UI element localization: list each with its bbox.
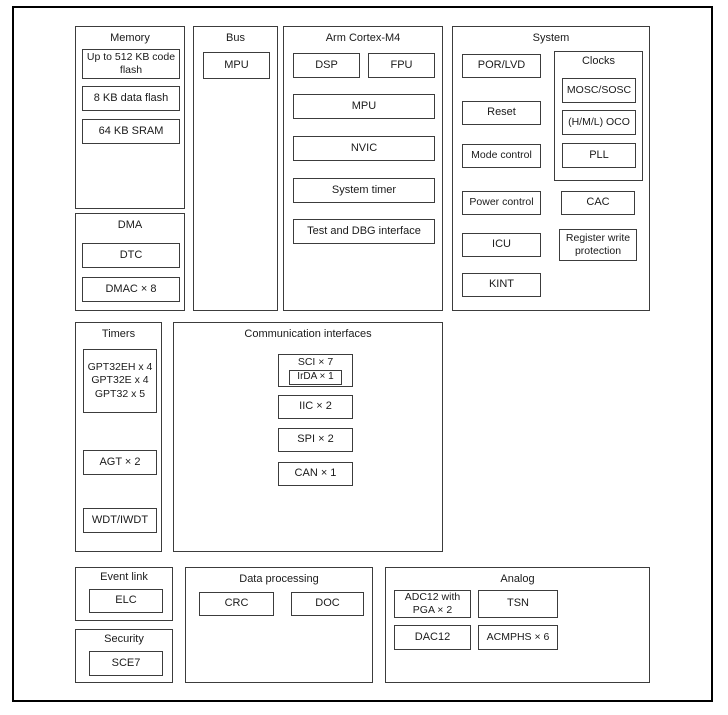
- block-dtc: DTC: [82, 243, 180, 268]
- block-por-lvd: POR/LVD: [462, 54, 541, 78]
- block-doc: DOC: [291, 592, 364, 616]
- gpt-line-2: GPT32E x 4: [91, 374, 149, 387]
- block-power-control: Power control: [462, 191, 541, 215]
- block-crc: CRC: [199, 592, 274, 616]
- security-title: Security: [104, 633, 144, 645]
- block-code-flash: Up to 512 KB code flash: [82, 49, 180, 79]
- block-oco: (H/M/L) OCO: [562, 110, 636, 135]
- block-register-write-protection: Register write protection: [559, 229, 637, 261]
- block-dac12: DAC12: [394, 625, 471, 650]
- dma-title: DMA: [117, 219, 143, 231]
- block-dmac: DMAC × 8: [82, 277, 180, 302]
- clocks-title: Clocks: [581, 55, 615, 67]
- block-bus-mpu: MPU: [203, 52, 270, 79]
- security-section: Security SCE7: [75, 629, 173, 683]
- block-tsn: TSN: [478, 590, 558, 618]
- block-fpu: FPU: [368, 53, 435, 78]
- system-section: System POR/LVD Reset Mode control Power …: [452, 26, 650, 311]
- block-dsp: DSP: [293, 53, 360, 78]
- gpt-line-3: GPT32 x 5: [94, 387, 146, 400]
- block-spi: SPI × 2: [278, 428, 353, 452]
- block-gpt: GPT32EH x 4 GPT32E x 4 GPT32 x 5: [83, 349, 157, 413]
- timers-section: Timers GPT32EH x 4 GPT32E x 4 GPT32 x 5 …: [75, 322, 162, 552]
- block-can: CAN × 1: [278, 462, 353, 486]
- block-kint: KINT: [462, 273, 541, 297]
- block-mosc-sosc: MOSC/SOSC: [562, 78, 636, 103]
- comm-section: Communication interfaces SCI × 7 IrDA × …: [173, 322, 443, 552]
- event-link-title: Event link: [100, 571, 148, 583]
- event-link-section: Event link ELC: [75, 567, 173, 621]
- block-icu: ICU: [462, 233, 541, 257]
- block-elc: ELC: [89, 589, 163, 613]
- memory-title: Memory: [110, 32, 150, 44]
- system-title: System: [532, 32, 570, 44]
- timers-title: Timers: [101, 328, 136, 340]
- bus-title: Bus: [226, 32, 245, 44]
- dma-section: DMA DTC DMAC × 8: [75, 213, 185, 311]
- block-system-timer: System timer: [293, 178, 435, 203]
- block-wdt-iwdt: WDT/IWDT: [83, 508, 157, 533]
- block-agt: AGT × 2: [83, 450, 157, 475]
- cortex-title: Arm Cortex-M4: [325, 32, 401, 44]
- block-sram: 64 KB SRAM: [82, 119, 180, 144]
- data-processing-title: Data processing: [239, 573, 319, 585]
- bus-section: Bus MPU: [193, 26, 278, 311]
- block-sce7: SCE7: [89, 651, 163, 676]
- block-data-flash: 8 KB data flash: [82, 86, 180, 111]
- block-cortex-mpu: MPU: [293, 94, 435, 119]
- block-reset: Reset: [462, 101, 541, 125]
- block-irda: IrDA × 1: [289, 370, 342, 385]
- block-cac: CAC: [561, 191, 635, 215]
- sci-label: SCI × 7: [297, 356, 334, 368]
- analog-section: Analog ADC12 with PGA × 2 TSN DAC12 ACMP…: [385, 567, 650, 683]
- block-iic: IIC × 2: [278, 395, 353, 419]
- gpt-line-1: GPT32EH x 4: [87, 361, 153, 374]
- block-test-dbg: Test and DBG interface: [293, 219, 435, 244]
- clocks-subsection: Clocks MOSC/SOSC (H/M/L) OCO PLL: [554, 51, 643, 181]
- comm-title: Communication interfaces: [244, 328, 372, 340]
- block-mode-control: Mode control: [462, 144, 541, 168]
- block-adc12-pga: ADC12 with PGA × 2: [394, 590, 471, 618]
- data-processing-section: Data processing CRC DOC: [185, 567, 373, 683]
- analog-title: Analog: [500, 573, 535, 585]
- block-sci: SCI × 7 IrDA × 1: [278, 354, 353, 387]
- block-acmphs: ACMPHS × 6: [478, 625, 558, 650]
- cortex-section: Arm Cortex-M4 DSP FPU MPU NVIC System ti…: [283, 26, 443, 311]
- block-pll: PLL: [562, 143, 636, 168]
- memory-section: Memory Up to 512 KB code flash 8 KB data…: [75, 26, 185, 209]
- block-nvic: NVIC: [293, 136, 435, 161]
